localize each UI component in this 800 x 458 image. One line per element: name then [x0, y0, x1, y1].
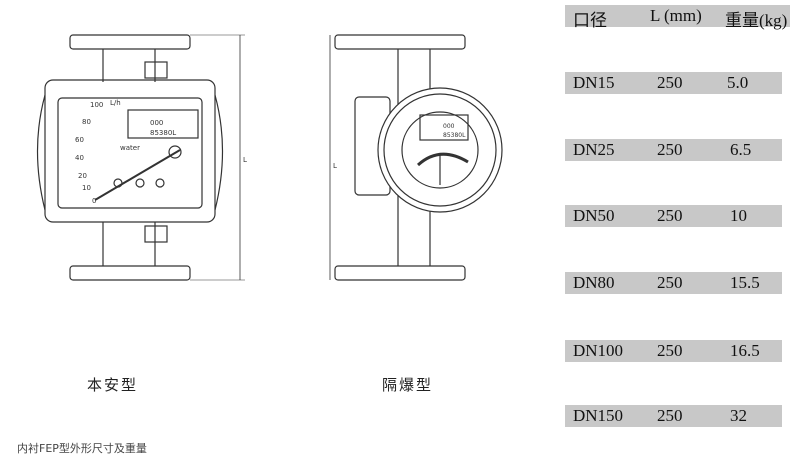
header-size: 口径: [573, 11, 607, 30]
flow-reading: 000: [150, 119, 163, 127]
cell-size: DN80: [573, 273, 615, 292]
table-row: DN15 250 5.0: [565, 72, 782, 94]
scale-100: 100: [90, 101, 103, 109]
cell-size: DN50: [573, 206, 615, 225]
table-row: DN25 250 6.5: [565, 139, 782, 161]
scale-10: 10: [82, 184, 91, 192]
cell-size: DN15: [573, 73, 615, 92]
cell-weight: 32: [730, 406, 747, 425]
cell-length: 250: [657, 341, 683, 360]
scale-80: 80: [82, 118, 91, 126]
scale-60: 60: [75, 136, 84, 144]
cell-weight: 10: [730, 206, 747, 225]
cell-length: 250: [657, 273, 683, 292]
explosion-proof-meter-drawing: [329, 34, 503, 281]
cell-size: DN100: [573, 341, 624, 360]
intrinsic-safe-meter-drawing: [36, 34, 245, 281]
unit-label: L/h: [110, 99, 121, 107]
table-row: DN150 250 32: [565, 405, 782, 427]
flow-reading-2: 000: [443, 123, 455, 130]
cell-weight: 16.5: [730, 341, 760, 360]
table-row: DN50 250 10: [565, 205, 782, 227]
medium-label: water: [120, 144, 140, 152]
table-header: 口径 L (mm) 重量(kg): [565, 5, 790, 30]
flowmeter-drawings: 100 80 60 40 20 10 0 L/h water 000 85380…: [36, 34, 503, 281]
total-reading-2: 85380L: [443, 132, 466, 139]
dimension-l-right: L: [333, 162, 337, 170]
explosion-proof-label: 隔爆型: [382, 376, 434, 394]
total-reading: 85380L: [150, 129, 176, 137]
cell-length: 250: [657, 406, 683, 425]
table-row: DN100 250 16.5: [565, 340, 782, 362]
table-row: DN80 250 15.5: [565, 272, 782, 294]
scale-0: 0: [92, 197, 96, 205]
cell-length: 250: [657, 140, 683, 159]
cell-length: 250: [657, 73, 683, 92]
scale-20: 20: [78, 172, 87, 180]
dimension-l-left: L: [243, 156, 247, 164]
cell-length: 250: [657, 206, 683, 225]
cell-weight: 6.5: [730, 140, 752, 159]
cell-weight: 15.5: [730, 273, 760, 292]
intrinsic-safe-label: 本安型: [87, 376, 139, 394]
cell-weight: 5.0: [727, 73, 749, 92]
header-weight: 重量(kg): [725, 11, 788, 30]
header-length: L (mm): [650, 6, 702, 25]
cell-size: DN25: [573, 140, 615, 159]
figure-caption: 内衬FEP型外形尺寸及重量: [17, 442, 147, 455]
cell-size: DN150: [573, 406, 624, 425]
scale-40: 40: [75, 154, 84, 162]
